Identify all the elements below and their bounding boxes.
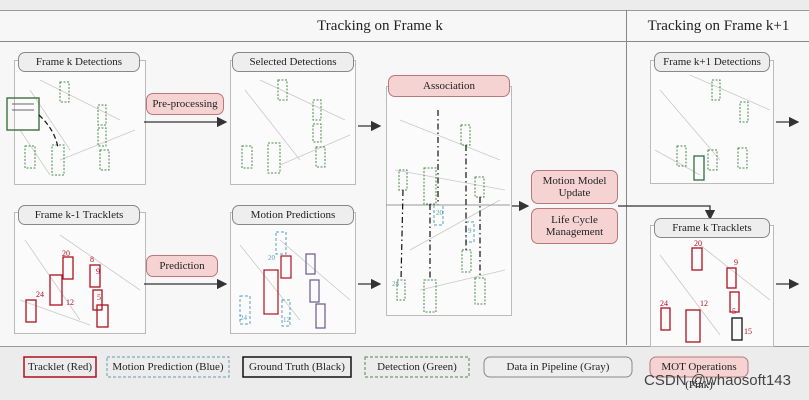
legend-motion-prediction: Motion Prediction (Blue) (112, 361, 224, 373)
tracklet-id: 24 (660, 299, 668, 308)
preprocessing-label: Pre-processing (152, 98, 218, 110)
legend-ground-truth: Ground Truth (Black) (249, 361, 345, 373)
label-selected-detections: Selected Detections (232, 52, 354, 72)
section-title-frame-k1: Tracking on Frame k+1 (647, 18, 790, 34)
association-label: Association (423, 80, 475, 92)
label-frame-k-tracklets: Frame k Tracklets (654, 218, 770, 238)
title-underline (0, 41, 809, 42)
tracklet-id: 20 (694, 239, 702, 248)
section-divider (626, 10, 627, 345)
tracklet-id: 24 (36, 290, 44, 299)
panel-association (386, 86, 512, 316)
tracklet-id: 12 (700, 299, 708, 308)
svg-text:12: 12 (283, 316, 291, 324)
preprocessing-box: Pre-processing (146, 93, 224, 115)
motion-model-update-box: Motion Model Update (531, 170, 618, 204)
panel-motion-predictions (230, 212, 356, 334)
tracklet-id: 20 (62, 249, 70, 258)
svg-text:24: 24 (240, 314, 248, 322)
tracklet-id: 9 (734, 258, 738, 267)
prediction-box: Prediction (146, 255, 218, 277)
motion-model-update-label: Motion Model Update (542, 175, 607, 199)
panel-selected-detections (230, 60, 356, 185)
panel-frame-k-tracklets (650, 225, 774, 347)
zoom-inset (6, 97, 40, 131)
life-cycle-management-box: Life Cycle Management (531, 208, 618, 244)
svg-text:9: 9 (468, 227, 472, 235)
association-box: Association (388, 75, 510, 97)
legend-detection: Detection (Green) (377, 361, 457, 373)
legend-mot-operations: MOT Operations (Pink) (661, 361, 737, 391)
tracklet-id: 8 (90, 255, 94, 264)
right-tracklet-ids: 20 9 24 12 5 15 (660, 239, 752, 336)
section-title-frame-k: Tracking on Frame k (317, 18, 443, 34)
panel-frame-k1-detections (650, 60, 774, 184)
svg-text:24: 24 (392, 280, 400, 288)
life-cycle-management-label: Life Cycle Management (545, 214, 604, 238)
tracklet-id: 12 (66, 298, 74, 307)
label-frame-k1-detections: Frame k+1 Detections (654, 52, 770, 72)
svg-text:20: 20 (268, 254, 276, 262)
legend-tracklet: Tracklet (Red) (27, 361, 93, 373)
label-motion-predictions: Motion Predictions (232, 205, 354, 225)
label-frame-k-detections: Frame k Detections (18, 52, 140, 72)
left-tracklet-ids: 20 8 9 24 12 5 (36, 249, 101, 307)
tracklet-id: 5 (732, 307, 736, 316)
tracklet-id: 15 (744, 327, 752, 336)
tracklet-id: 5 (97, 293, 101, 302)
watermark: CSDN @whaosoft143 (644, 372, 791, 389)
label-frame-k-minus1-tracklets: Frame k-1 Tracklets (18, 205, 140, 225)
prediction-label: Prediction (159, 260, 205, 272)
svg-text:20: 20 (436, 209, 444, 217)
tracklet-id: 9 (96, 267, 100, 276)
legend-data-in-pipeline: Data in Pipeline (Gray) (506, 361, 610, 373)
